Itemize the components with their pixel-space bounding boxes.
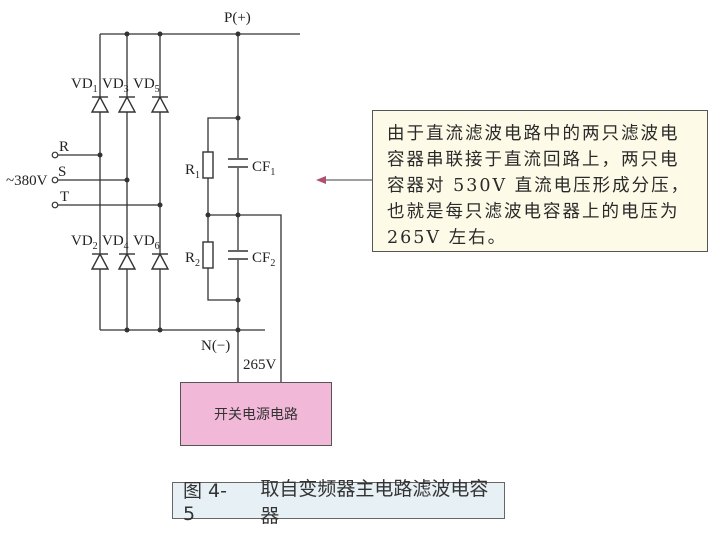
diode-symbol (150, 95, 170, 113)
junction-dot (235, 212, 241, 218)
mid-tap-wire (208, 214, 282, 382)
diode-triangle (117, 252, 137, 270)
diode-label-vd1: VD1 (71, 76, 98, 95)
explanation-note: 由于直流滤波电路中的两只滤波电 容器串联接于直流回路上，两只电 容器对 530V… (372, 110, 708, 252)
input-voltage-label: ~380V (6, 173, 48, 189)
junction-dot (205, 212, 211, 218)
junction-dot (157, 202, 163, 208)
diode-symbol (117, 95, 137, 113)
note-line: 容器串联接于直流回路上，两只电 (387, 150, 680, 170)
diode-symbol (90, 252, 110, 270)
negative-node-label: N(−) (201, 338, 230, 354)
diode-triangle (150, 252, 170, 270)
switching-power-supply-block: 开关电源电路 (180, 382, 332, 446)
figure-title: 取自变频器主电路滤波电容器 (260, 477, 489, 527)
note-line: 也就是每只滤波电容器上的电压为 (387, 202, 680, 222)
resistor-branch-wire (207, 117, 238, 301)
junction-dot (97, 152, 103, 158)
note-arrow-head (316, 176, 326, 184)
diode-symbol (117, 252, 137, 270)
diode-label-vd6: VD6 (133, 233, 160, 252)
resistor-r1 (202, 151, 214, 179)
resistor-label-r2: R2 (185, 250, 200, 269)
diode-label-vd5: VD5 (133, 76, 160, 95)
tap-voltage-label: 265V (243, 357, 277, 373)
diode-triangle (117, 95, 137, 113)
diode-label-vd4: VD4 (102, 233, 129, 252)
resistor-r2 (202, 241, 214, 269)
diode-symbol (90, 95, 110, 113)
capacitor-label-cf1: CF1 (252, 159, 275, 178)
figure-caption: 图 4-5 取自变频器主电路滤波电容器 (172, 478, 505, 527)
junction-dot (124, 31, 130, 37)
positive-node-label: P(+) (224, 10, 251, 26)
junction-dot (235, 327, 241, 333)
junction-dot (157, 327, 163, 333)
psu-label: 开关电源电路 (214, 407, 298, 423)
diode-label-vd3: VD3 (102, 76, 129, 95)
junction-dot (157, 31, 163, 37)
resistor-label-r1: R1 (185, 162, 200, 181)
note-line: 由于直流滤波电路中的两只滤波电 (387, 124, 680, 144)
figure-number: 图 4-5 (183, 480, 227, 525)
capacitor-label-cf2: CF2 (252, 250, 275, 269)
junction-dot (124, 327, 130, 333)
junction-dot (235, 31, 241, 37)
junction-dot (235, 115, 241, 121)
diode-triangle (150, 95, 170, 113)
terminal-s (51, 176, 59, 184)
terminal-r (51, 151, 59, 159)
note-line: 265V 左右。 (387, 228, 508, 248)
diode-triangle (90, 252, 110, 270)
phase-t-label: T (60, 189, 69, 205)
phase-s-label: S (58, 164, 66, 180)
terminal-t (51, 201, 59, 209)
diode-symbol (150, 252, 170, 270)
diode-label-vd2: VD2 (71, 233, 98, 252)
note-line: 容器对 530V 直流电压形成分压， (387, 176, 691, 196)
junction-dot (235, 297, 241, 303)
diode-triangle (90, 95, 110, 113)
junction-dot (124, 177, 130, 183)
phase-r-label: R (59, 139, 69, 155)
